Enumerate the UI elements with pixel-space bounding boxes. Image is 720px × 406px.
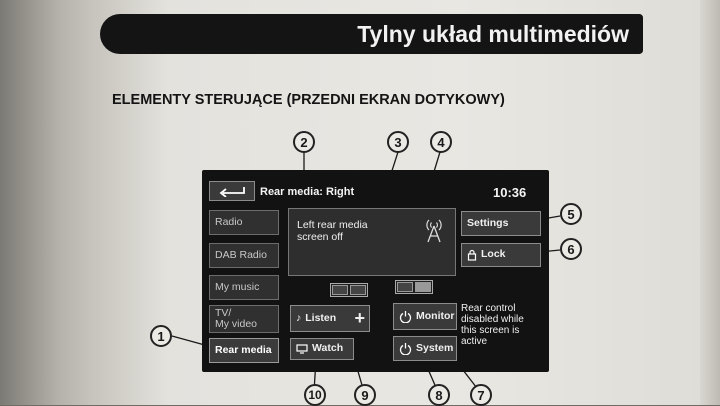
music-note-icon: ♪: [296, 311, 302, 324]
lock-button[interactable]: Lock: [461, 243, 541, 267]
power-icon: [399, 342, 412, 355]
left-screen-select-icon[interactable]: [330, 283, 368, 297]
back-arrow-icon: [219, 187, 245, 197]
listen-label: Listen: [305, 311, 337, 324]
sidebar-item-label: TV/: [215, 306, 232, 319]
screen-title: Rear media: Right: [260, 186, 355, 198]
system-label: System: [416, 341, 454, 354]
callout-4: 4: [430, 131, 452, 153]
watch-label: Watch: [312, 342, 344, 355]
status-text: Left rear media screen off: [297, 219, 368, 243]
monitor-button[interactable]: Monitor: [393, 303, 457, 330]
chapter-header: Tylny układ multimediów: [100, 14, 643, 54]
watch-button[interactable]: Watch: [290, 338, 354, 360]
sidebar-item-dab-radio[interactable]: DAB Radio: [209, 243, 279, 268]
callout-6: 6: [560, 238, 582, 260]
sidebar-item-my-music[interactable]: My music: [209, 275, 279, 300]
back-button[interactable]: [209, 181, 255, 201]
section-heading: ELEMENTY STERUJĄCE (PRZEDNI EKRAN DOTYKO…: [112, 92, 505, 108]
sidebar-item-rear-media[interactable]: Rear media: [209, 338, 279, 363]
right-screen-select-icon[interactable]: [395, 280, 433, 294]
callout-2: 2: [293, 131, 315, 153]
callout-10: 10: [304, 384, 326, 406]
sidebar-item-label: My video: [215, 318, 258, 330]
sidebar-item-tv-my-video[interactable]: TV/ My video: [209, 305, 279, 333]
clock: 10:36: [493, 185, 527, 200]
left-page-edge: [0, 0, 96, 405]
chapter-title: Tylny układ multimediów: [357, 21, 629, 47]
antenna-signal-icon: [426, 219, 442, 243]
callout-7: 7: [470, 384, 492, 406]
rear-screen-status-panel: Left rear media screen off: [288, 208, 456, 276]
settings-button[interactable]: Settings: [461, 211, 541, 236]
tv-icon: [296, 344, 308, 354]
monitor-label: Monitor: [416, 309, 455, 322]
callout-5: 5: [560, 203, 582, 225]
power-icon: [399, 310, 412, 323]
system-button[interactable]: System: [393, 336, 457, 361]
lock-icon: [467, 249, 477, 261]
listen-button[interactable]: ♪ Listen +: [290, 305, 370, 332]
sidebar-item-radio[interactable]: Radio: [209, 210, 279, 235]
callout-8: 8: [428, 384, 450, 406]
callout-9: 9: [354, 384, 376, 406]
plus-icon: +: [354, 308, 365, 328]
callout-3: 3: [387, 131, 409, 153]
rear-control-note: Rear control disabled while this screen …: [461, 303, 524, 347]
page-edge: [700, 0, 720, 405]
lock-label: Lock: [481, 248, 506, 261]
callout-1: 1: [150, 325, 172, 347]
